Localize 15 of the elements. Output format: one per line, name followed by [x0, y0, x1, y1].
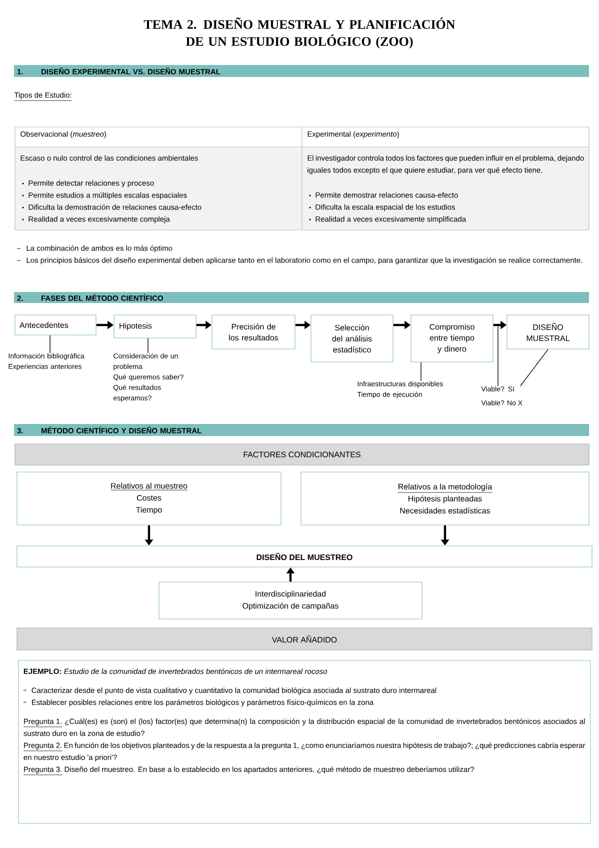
- heading-box: VALOR AÑADIDO: [16, 628, 592, 650]
- factor-box: Relativos a la metodología Hipótesis planteadas Necesidades estadísticas: [300, 472, 590, 526]
- leader-line: [420, 362, 422, 382]
- process-box: Antecedentes: [14, 314, 96, 336]
- leader-line: [520, 349, 548, 386]
- process-box: Hipotesis: [114, 314, 196, 338]
- title: TEMA 2. DISEÑO MUESTRAL Y PLANIFICACIÓN DE UN ESTUDIO BIOLÓGICO (ZOO): [144, 18, 456, 48]
- result-box: DISEÑO DEL MUESTREO: [16, 546, 592, 568]
- heading-box: FACTORES CONDICIONANTES: [14, 444, 590, 466]
- factor-box: Interdisciplinariedad Optimización de campañas: [158, 582, 422, 620]
- process-box: DISEÑO MUESTRAL: [506, 314, 590, 350]
- factor-box: Relativos al muestreo Costes Tiempo: [16, 472, 282, 526]
- process-box: Precisión de los resultados: [212, 314, 296, 350]
- process-box: Compromiso entre tiempo y dinero: [410, 314, 494, 362]
- process-box: Selección del análisis estadístico: [310, 314, 394, 362]
